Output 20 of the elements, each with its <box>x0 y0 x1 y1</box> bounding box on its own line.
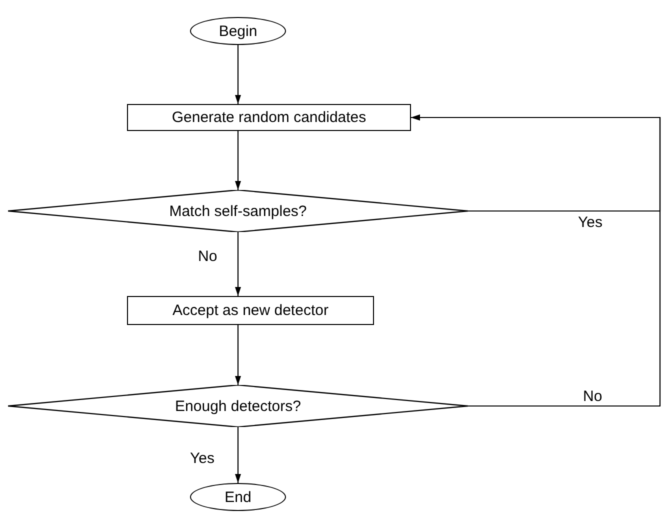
edge-label: No <box>583 388 602 405</box>
edge-label: Yes <box>190 450 214 467</box>
node-text: Begin <box>218 22 258 40</box>
edge-label: Yes <box>578 214 602 231</box>
process-box <box>127 296 374 325</box>
node-text: Match self-samples? <box>169 202 307 220</box>
process-box <box>127 104 411 131</box>
arrow <box>235 232 241 296</box>
node-text: Enough detectors? <box>175 398 301 414</box>
arrow <box>411 114 661 407</box>
decision-diamond <box>8 190 468 232</box>
arrow <box>235 427 241 483</box>
node-text: End <box>224 488 252 506</box>
decision-diamond <box>8 385 468 427</box>
arrow <box>235 131 241 190</box>
edge-label: No <box>198 248 218 265</box>
arrow <box>235 45 241 104</box>
node-text: Accept as new detector <box>172 302 328 319</box>
node-text: Generate random candidates <box>172 109 366 126</box>
arrow <box>235 325 241 385</box>
